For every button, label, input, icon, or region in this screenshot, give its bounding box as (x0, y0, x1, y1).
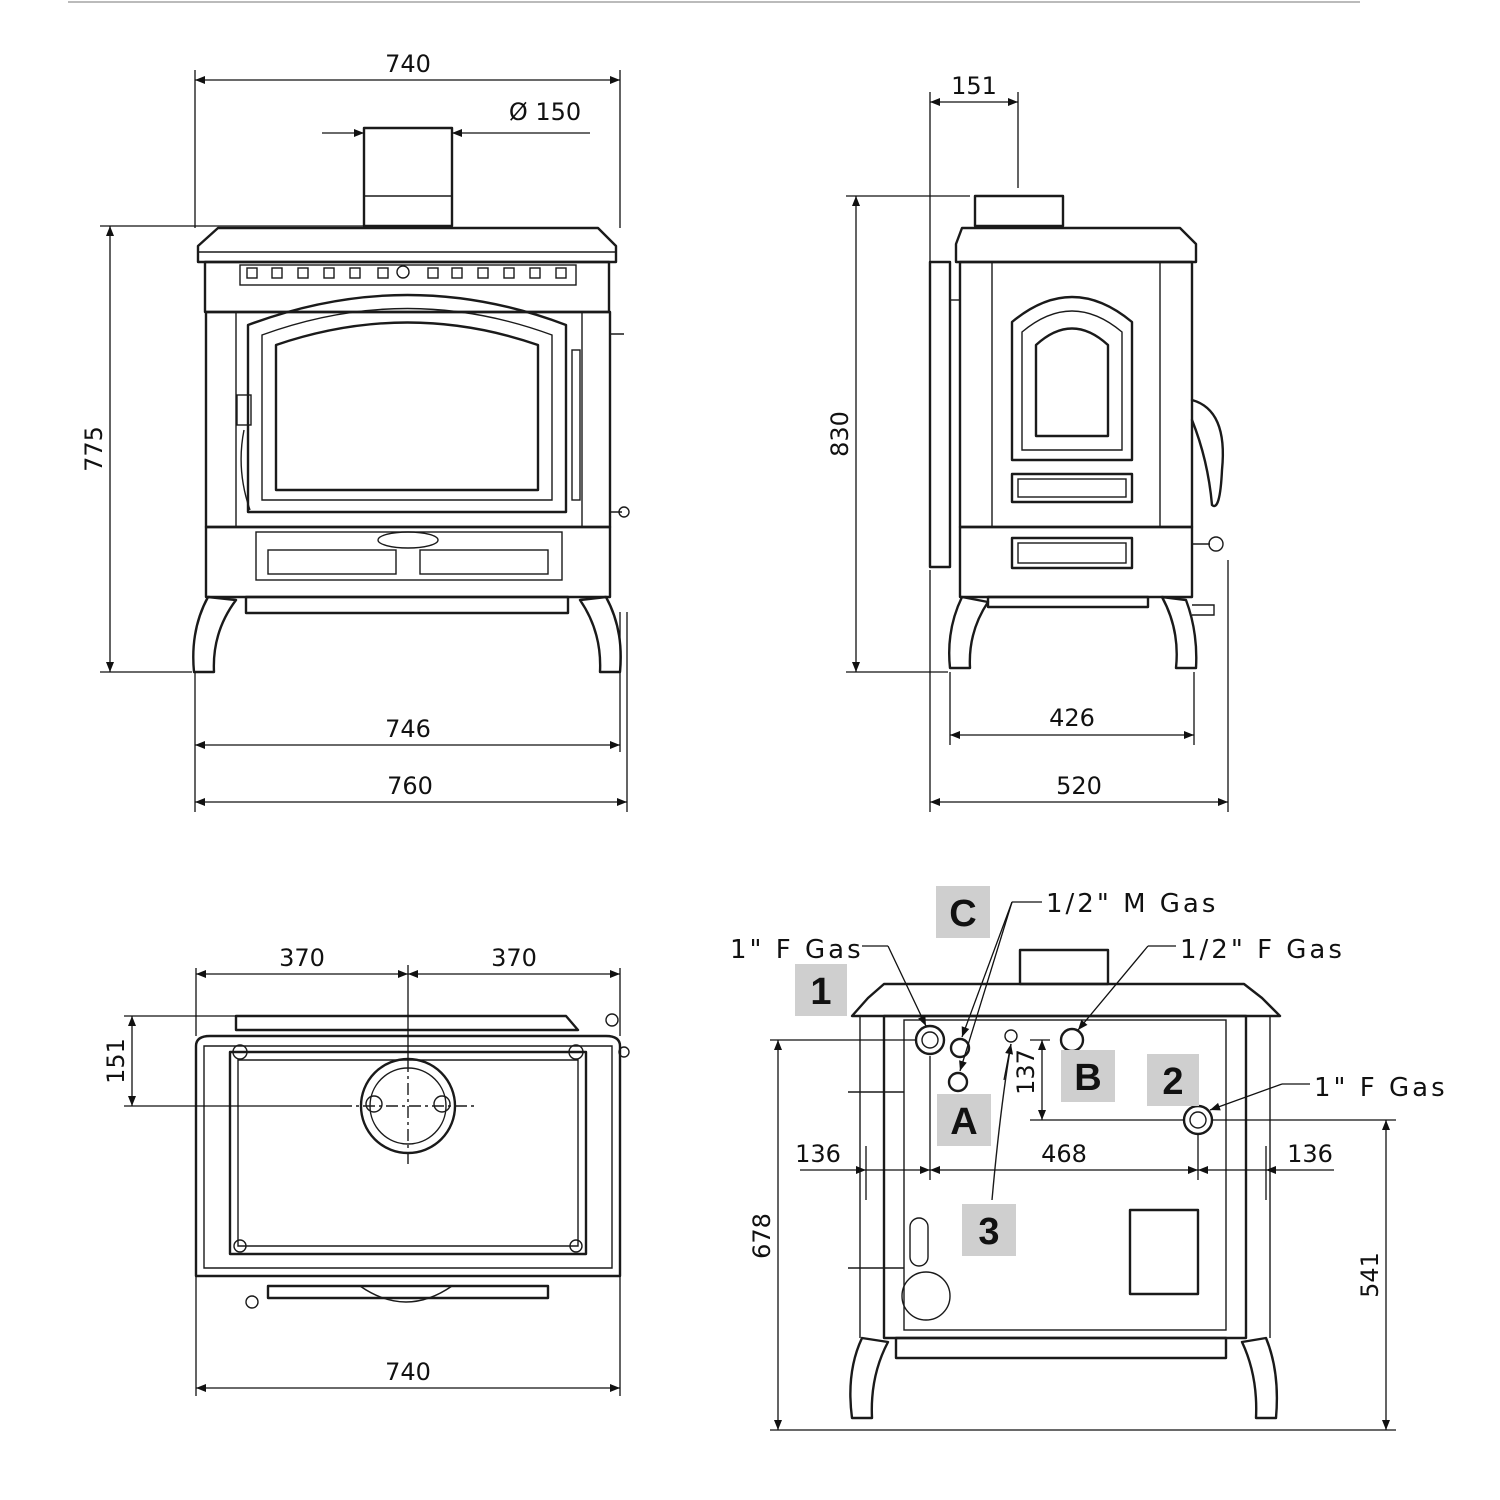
tag-a: A (950, 1101, 977, 1143)
front-dim-top-width: 740 (385, 50, 431, 78)
label-half-f-gas: 1/2" F Gas (1180, 935, 1345, 965)
top-dim-right-half: 370 (491, 944, 537, 972)
front-air-vents (246, 265, 567, 279)
rear-leg-right (1240, 1336, 1279, 1420)
rear-connection-c (949, 1037, 971, 1059)
side-panel-upper (1010, 472, 1134, 504)
rear-dim-center-span: 468 (1041, 1140, 1087, 1168)
label-1-gas: 1" F Gas (730, 935, 864, 965)
rear-leg-left (849, 1336, 890, 1420)
side-window-glass (1034, 327, 1110, 438)
front-ash-drawer-left (267, 549, 397, 575)
rear-connection-3 (1004, 1029, 1018, 1043)
front-body (204, 310, 612, 529)
top-view: 370 370 151 740 (102, 944, 630, 1396)
side-flue-pipe (973, 194, 1065, 228)
rear-connection-2 (1182, 1104, 1214, 1136)
rear-view: C 1 A B 2 3 1" F Gas 1/2" M Gas 1/2" F G… (730, 886, 1448, 1431)
front-leg-left (192, 595, 238, 674)
side-dim-height: 830 (826, 411, 854, 457)
side-dim-feet-depth: 426 (1049, 704, 1095, 732)
front-flue-pipe (362, 126, 454, 228)
rear-connection-b (1059, 1027, 1085, 1053)
top-dim-flue-depth: 151 (102, 1038, 130, 1084)
front-dim-base-width: 746 (385, 715, 431, 743)
side-panel-lower (1010, 536, 1134, 570)
front-door (246, 293, 568, 514)
side-dim-flue-offset: 151 (951, 72, 997, 100)
side-view: 151 830 426 520 (826, 72, 1229, 812)
side-leg-left (948, 595, 990, 670)
side-dim-overall-depth: 520 (1056, 772, 1102, 800)
tag-b: B (1074, 1057, 1101, 1099)
label-2-gas: 1" F Gas (1314, 1073, 1448, 1103)
rear-dim-right-height: 541 (1356, 1252, 1384, 1298)
tag-2: 2 (1162, 1061, 1183, 1103)
rear-dim-right-margin: 136 (1287, 1140, 1333, 1168)
front-dim-height: 775 (80, 426, 108, 472)
rear-connection-a (947, 1071, 969, 1093)
rear-plate (1128, 1208, 1200, 1296)
side-window-frame (1010, 295, 1134, 462)
front-glass (274, 321, 540, 492)
side-handle (1190, 398, 1224, 508)
side-leg-right (1160, 595, 1198, 670)
top-handle (266, 1284, 550, 1300)
rear-connection-1 (914, 1024, 946, 1056)
front-ash-drawer-right (419, 549, 549, 575)
rear-dim-left-margin: 136 (795, 1140, 841, 1168)
tag-3: 3 (978, 1211, 999, 1253)
rear-dim-left-height: 678 (748, 1213, 776, 1259)
side-body (958, 260, 1194, 529)
label-half-m-gas: 1/2" M Gas (1046, 889, 1218, 919)
rear-dim-small-vertical: 137 (1012, 1049, 1040, 1095)
rear-flue-pipe (1018, 948, 1110, 986)
front-top-plate (196, 226, 618, 264)
front-control-band (203, 260, 611, 314)
top-outline (194, 1034, 622, 1278)
front-dim-flue-diameter: Ø 150 (509, 98, 581, 126)
front-dim-overall-width: 760 (387, 772, 433, 800)
top-dim-width: 740 (385, 1358, 431, 1386)
tag-c: C (949, 893, 976, 935)
front-leg-right (578, 595, 622, 674)
top-dim-left-half: 370 (279, 944, 325, 972)
front-view: 740 Ø 150 775 746 760 (80, 50, 630, 812)
tag-1: 1 (810, 971, 831, 1013)
top-plate (228, 1050, 588, 1256)
